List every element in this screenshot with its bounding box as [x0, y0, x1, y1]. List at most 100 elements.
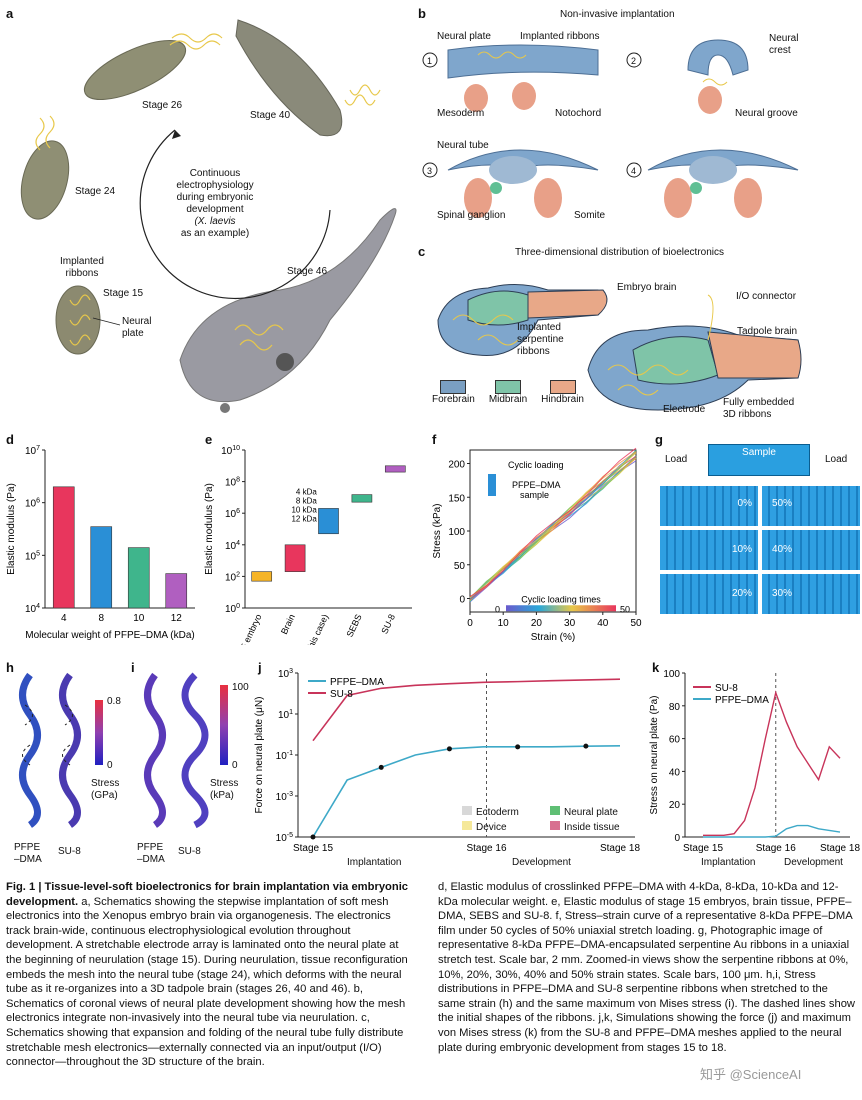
tile-30: 30% [762, 574, 860, 614]
i-tick-bottom: 0 [232, 760, 238, 771]
y-tick-label: 1010 [221, 445, 240, 457]
embryo-brain-label: Embryo brain [617, 282, 677, 293]
panel-c-letter: c [418, 244, 426, 259]
y-tick-label: 10-3 [276, 791, 293, 803]
legend-device: Device [462, 821, 544, 834]
bar-4 [52, 486, 75, 609]
step-4-marker: 4 [631, 166, 637, 176]
x-tick-label: 0 [467, 618, 473, 629]
tile-40: 40% [762, 530, 860, 570]
panel-b-title: Non-invasive implantation [560, 9, 675, 20]
y-axis-label: Elastic modulus (Pa) [6, 483, 17, 575]
x-tick-label: 30 [564, 618, 576, 629]
implanted-ribbons-label: Implanted ribbons [60, 256, 104, 279]
y-tick-label: 200 [448, 460, 465, 471]
range-bar [318, 508, 339, 535]
y-tick-label: 20 [669, 800, 681, 811]
caption-right: d, Elastic modulus of crosslinked PFPE–D… [438, 880, 858, 1055]
x-tick-label: 50 [630, 618, 642, 629]
panel-i-ribbons [144, 672, 228, 829]
panel-c-title: Three-dimensional distribution of bioele… [515, 247, 724, 258]
panel-g-letter: g [655, 432, 663, 447]
y-tick-label: 0 [459, 595, 465, 606]
panel-a-illustration [20, 19, 397, 413]
y-tick-label: 10-1 [276, 750, 293, 762]
i-stress-label: Stress(kPa) [210, 778, 239, 801]
stage-40-label: Stage 40 [250, 110, 291, 121]
watermark: 知乎 @ScienceAI [700, 1064, 802, 1083]
tile-20: 20% [660, 574, 758, 614]
h-tick-bottom: 0 [107, 760, 113, 771]
neural-plate-label-a: Neural plate [122, 316, 152, 339]
x-tick-label: Brain [279, 613, 297, 636]
x-tick-label: 20 [531, 618, 543, 629]
y-tick-label: 150 [448, 493, 465, 504]
y-tick-label: 104 [25, 603, 40, 615]
cyclic-max: 50 [620, 604, 630, 614]
x-tick-label: Stage 18 [820, 843, 860, 854]
y-tick-label: 50 [454, 561, 466, 572]
y-tick-label: 80 [669, 702, 681, 713]
load-left-label: Load [665, 454, 688, 465]
y-tick-label: 105 [25, 550, 40, 562]
panel-h-ribbons [19, 672, 103, 828]
legend-label: PFPE–DMA [715, 695, 769, 706]
load-right-label: Load [825, 454, 848, 465]
range-bar [351, 494, 373, 503]
electrode-label: Electrode [663, 404, 706, 415]
panel-i-letter: i [131, 660, 135, 675]
data-point [310, 834, 316, 840]
k-development-label: Development [784, 857, 843, 868]
legend-label: SU-8 [330, 689, 353, 700]
h-label-su8: SU-8 [58, 846, 81, 857]
step-2-marker: 2 [631, 56, 637, 66]
x-tick-label: 10 [133, 613, 145, 624]
series-line-SU-8 [703, 690, 841, 837]
h-stress-label: Stress(GPa) [91, 778, 120, 801]
y-tick-label: 100 [448, 527, 465, 538]
x-tick-label: Stage 18 [600, 843, 640, 854]
k-implantation-label: Implantation [701, 857, 756, 868]
range-bar [284, 544, 306, 572]
panel-b-letter: b [418, 6, 426, 21]
inset-sample-icon [488, 474, 496, 496]
tile-0: 0% [660, 486, 758, 526]
stage-24-label: Stage 24 [75, 186, 116, 197]
y-tick-label: 40 [669, 767, 681, 778]
y-axis-label: Stress on neural plate (Pa) [649, 696, 660, 815]
stage-46-label: Stage 46 [287, 266, 328, 277]
x-tick-label: 10 [498, 618, 510, 629]
h-label-pfpe: PFPE–DMA [14, 842, 42, 865]
y-axis-label: Elastic modulus (Pa) [204, 483, 215, 575]
y-tick-label: 107 [25, 445, 40, 457]
serpentine-tiles: 0% 50% 10% 40% 20% 30% [660, 486, 860, 614]
sample-strip: Sample [708, 444, 810, 476]
y-tick-label: 104 [225, 540, 240, 552]
panel-f-letter: f [432, 432, 437, 447]
x-tick-label: SU-8 [379, 613, 397, 636]
data-point [378, 764, 384, 770]
x-tick-label: 8 [98, 613, 104, 624]
stage-26-label: Stage 26 [142, 100, 183, 111]
panel-k-letter: k [652, 660, 660, 675]
x-tick-label: Stage 15 [683, 843, 723, 854]
i-tick-top: 100 [232, 682, 249, 693]
tile-10: 10% [660, 530, 758, 570]
bar-8 [90, 526, 113, 609]
i-label-pfpe: PFPE–DMA [137, 842, 165, 865]
series-line-PFPE–DMA [312, 745, 621, 838]
panel-b-illustration [422, 39, 799, 218]
series-line-PFPE–DMA [703, 824, 841, 838]
x-axis-label: Strain (%) [531, 632, 575, 643]
panel-g-photo: Load Load Sample 0% 50% 10% 40% 20% 30% [660, 440, 860, 630]
legend-midbrain: Midbrain [489, 380, 527, 406]
step-1-marker: 1 [427, 56, 433, 66]
caption-left: Fig. 1 | Tissue-level-soft bioelectronic… [6, 880, 416, 1070]
tadpole-brain-label: Tadpole brain [737, 326, 798, 337]
y-tick-label: 101 [278, 709, 293, 721]
step-3-marker: 3 [427, 166, 433, 176]
